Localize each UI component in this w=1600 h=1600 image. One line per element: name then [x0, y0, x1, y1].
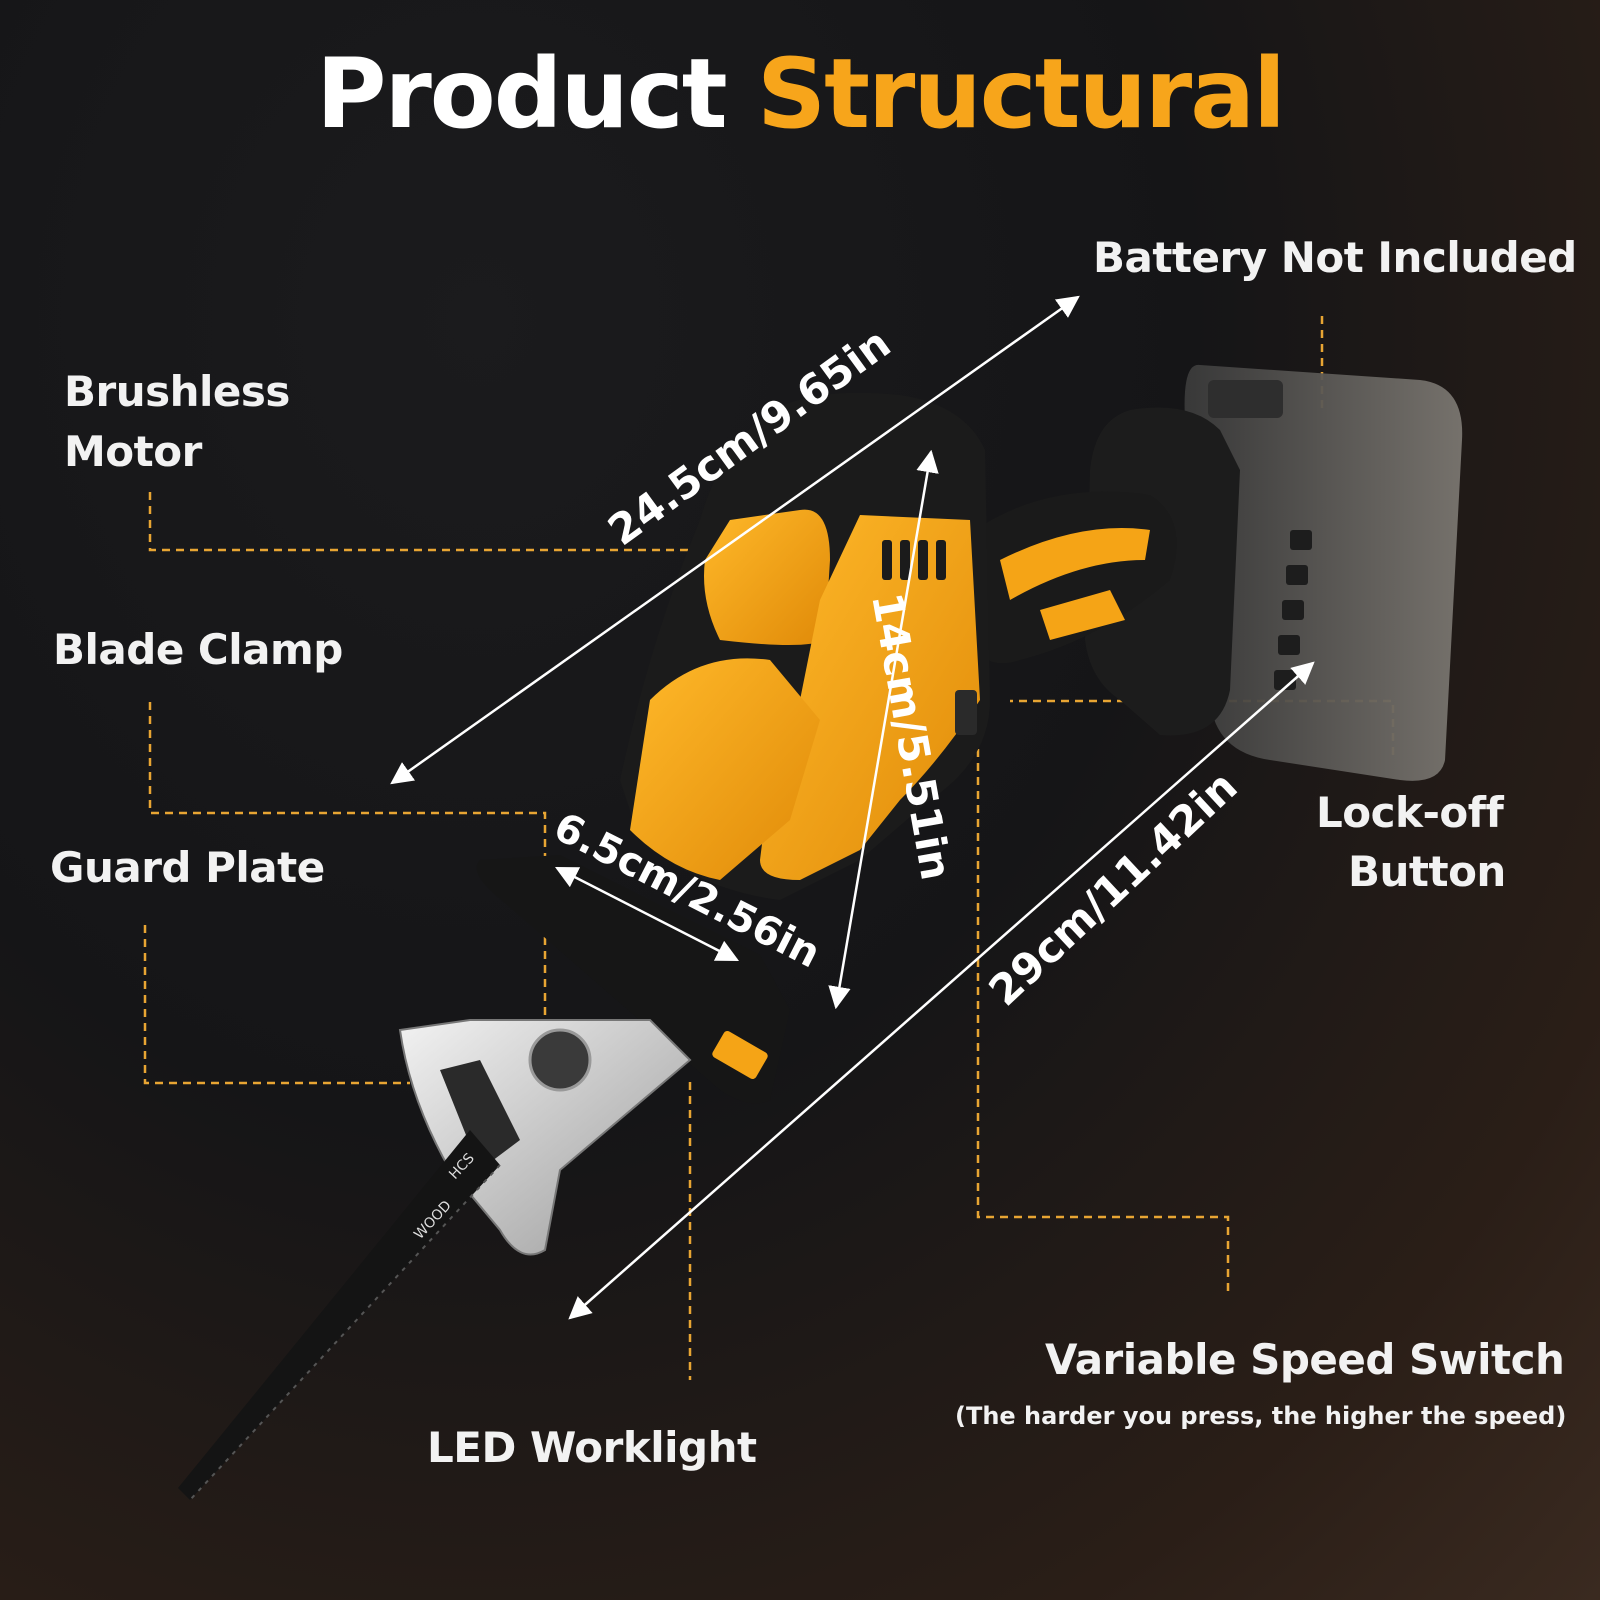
title-accent: Structural	[757, 38, 1286, 150]
page-title: Product Structural	[0, 38, 1600, 150]
label-battery-not-included: Battery Not Included	[1093, 233, 1577, 282]
dimension-arrows	[390, 295, 1315, 1320]
dim-overall-text: 29cm/11.42in	[979, 762, 1246, 1016]
arrow-length	[390, 295, 1080, 785]
label-variable-speed-switch: Variable Speed Switch	[1045, 1335, 1565, 1384]
saw-blade: WOOD HCS	[178, 1130, 501, 1501]
label-variable-speed-note: (The harder you press, the higher the sp…	[955, 1402, 1567, 1430]
arrow-overall	[568, 661, 1315, 1320]
label-brushless-motor-line1: Brushless	[64, 367, 290, 416]
label-lock-off-line2: Button	[1348, 847, 1506, 896]
label-blade-clamp: Blade Clamp	[53, 625, 343, 674]
leader-guard-plate	[143, 925, 410, 1085]
label-lock-off-line1: Lock-off	[1316, 788, 1504, 837]
lock-off-button	[955, 690, 977, 735]
title-main: Product	[316, 38, 728, 150]
label-brushless-motor-line2: Motor	[64, 427, 202, 476]
saw-handle	[970, 407, 1240, 736]
label-led-worklight: LED Worklight	[427, 1423, 757, 1472]
label-guard-plate: Guard Plate	[50, 843, 325, 892]
